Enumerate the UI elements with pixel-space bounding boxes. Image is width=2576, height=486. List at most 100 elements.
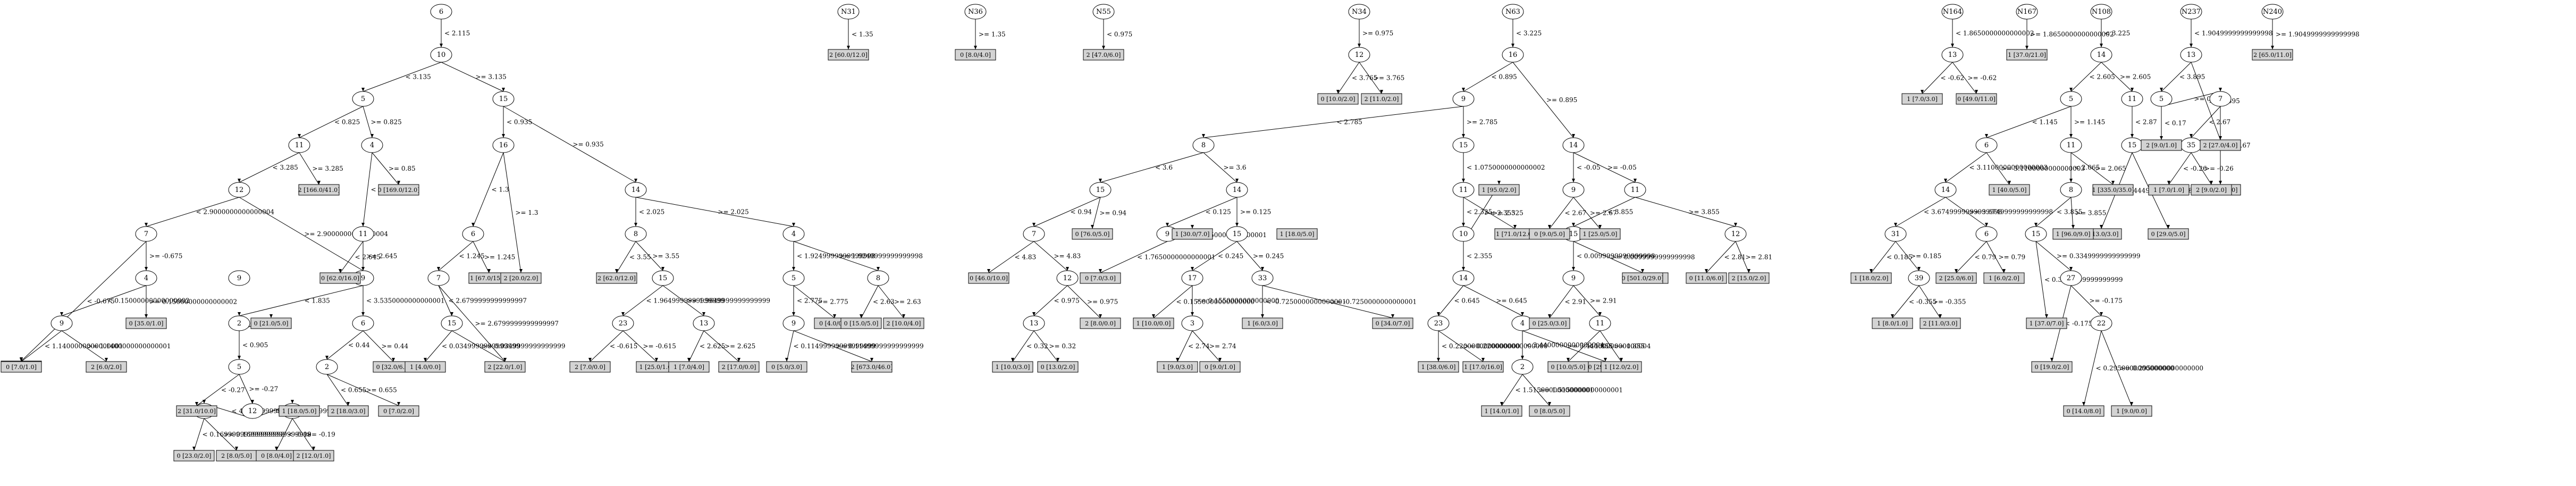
node-ellipse xyxy=(430,47,452,63)
arrowhead-icon xyxy=(2131,134,2134,138)
node-label: 15 xyxy=(1096,186,1105,194)
leaf-node: 0 [169.0/12.0] xyxy=(378,184,419,196)
edge-line xyxy=(239,374,253,404)
arrowhead-icon xyxy=(235,447,238,450)
arrowhead-icon xyxy=(2100,312,2103,316)
node-ellipse xyxy=(612,315,634,331)
tree-node: 13 xyxy=(693,315,715,331)
leaf-node: 0 [49.0/11.0] xyxy=(1956,93,1997,105)
leaf-label: 1 [37.0/21.0] xyxy=(2008,52,2046,58)
node-label: 39 xyxy=(1915,274,1924,282)
node-label: N34 xyxy=(1352,8,1367,16)
arrowhead-icon xyxy=(1572,223,1575,227)
arrowhead-icon xyxy=(1500,402,1503,406)
edge-label: >= 3.855 xyxy=(1689,208,1720,216)
leaf-label: 1 [38.0/6.0] xyxy=(1421,364,1456,371)
edge-label: < 2.605 xyxy=(2090,73,2115,81)
edge-label: < 1.9649999999999999 xyxy=(646,297,725,305)
arrowhead-icon xyxy=(2072,225,2075,229)
edge: < 3.1100000000000003 xyxy=(1944,152,2048,183)
arrowhead-icon xyxy=(192,447,196,450)
edge: >= 2.775 xyxy=(793,285,848,319)
node-label: 4 xyxy=(792,230,796,238)
node-ellipse xyxy=(1941,4,1964,20)
node-label: 5 xyxy=(2159,95,2163,103)
edge-line xyxy=(1573,197,1636,227)
tree-node: 14 xyxy=(2090,47,2112,63)
edge-label: >= 0.16999999999999998 xyxy=(224,431,312,438)
arrowhead-icon xyxy=(361,223,365,227)
edge-line xyxy=(1945,197,1987,227)
edge-label: >= 2.74 xyxy=(1209,342,1236,350)
tree-node: 9 xyxy=(228,270,250,286)
node-label: 15 xyxy=(1459,141,1468,149)
edge-line xyxy=(1167,197,1238,227)
leaf-box xyxy=(2148,184,2190,196)
edge-line xyxy=(1033,197,1101,227)
leaf-node: 2 [22.0/1.0] xyxy=(484,361,526,373)
edge-line xyxy=(635,197,794,227)
node-label: N167 xyxy=(2017,8,2036,16)
edge: < 1.835 xyxy=(238,285,364,316)
node-label: 9 xyxy=(1571,186,1576,194)
edge-label: < 2.355 xyxy=(1467,253,1492,260)
edge: >= 1.9649999999999999 xyxy=(662,285,770,316)
leaf-box xyxy=(1850,272,1892,284)
node-ellipse xyxy=(2261,4,2284,20)
node-ellipse xyxy=(1023,315,1045,331)
edge: < 3.6 xyxy=(1099,152,1204,183)
edge-line xyxy=(1192,241,1238,271)
arrowhead-icon xyxy=(1166,223,1169,227)
tree-node: 12 xyxy=(241,403,264,419)
edge: < 3.225 xyxy=(2100,19,2130,47)
edge: < 3.55 xyxy=(615,241,651,273)
edge-label: >= 1.3 xyxy=(516,209,538,216)
arrowhead-icon xyxy=(397,402,400,406)
arrowhead-icon xyxy=(1011,358,1014,362)
edge-label: < 0.0349999999999999 xyxy=(442,342,520,350)
leaf-box xyxy=(2141,139,2182,151)
edge: < 2.91 xyxy=(1548,285,1586,319)
node-ellipse xyxy=(2090,47,2112,63)
arrowhead-icon xyxy=(2069,179,2073,182)
node-label: 14 xyxy=(632,186,641,194)
edge: < 0.2200000000000000 xyxy=(1437,331,1520,362)
edge-line xyxy=(2191,152,2212,185)
edge: < 0.125 xyxy=(1166,197,1238,227)
node-label: 9 xyxy=(361,274,365,282)
tree-node: 11 xyxy=(2060,137,2082,153)
edge-label: < 2.74 xyxy=(1188,342,1210,350)
tree-node: 8 xyxy=(867,270,889,286)
leaf-box xyxy=(851,361,893,373)
edge-line xyxy=(635,241,663,271)
edge-label: < 0.905 xyxy=(242,341,268,349)
node-ellipse xyxy=(361,137,383,153)
node-label: 5 xyxy=(237,363,241,371)
edge: >= 3.6 xyxy=(1203,152,1247,183)
leaf-box xyxy=(2191,184,2232,196)
leaf-label: 0 [7.0/3.0] xyxy=(1085,275,1116,282)
leaf-node: 0 [46.0/10.0] xyxy=(968,272,1009,284)
node-label: 31 xyxy=(1891,230,1900,238)
leaf-box xyxy=(250,317,292,329)
leaf-box xyxy=(1547,361,1589,373)
edge-line xyxy=(1871,241,1896,273)
edge: < 3.5350000000000001 xyxy=(361,286,444,316)
edge-line xyxy=(2070,62,2102,92)
edge: >= -0.19 xyxy=(292,418,335,451)
leaf-node: 1 [335.0/35.0] xyxy=(2092,184,2134,196)
tree-node: 15 xyxy=(441,315,463,331)
leaf-label: 1 [12.0/2.0] xyxy=(1604,364,1639,371)
node-label: 11 xyxy=(1631,186,1640,194)
leaf-label: 0 [8.0/5.0] xyxy=(1534,408,1565,415)
edge: < 1.5150000000000001 xyxy=(1500,374,1594,406)
edge: < -0.27 xyxy=(195,374,245,406)
edge-line xyxy=(1067,285,1101,319)
leaf-node: 2 [17.0/0.0] xyxy=(718,361,760,373)
leaf-node: 1 [67.0/15.0] xyxy=(468,272,510,284)
edge: < 2.785 xyxy=(1202,106,1464,138)
leaf-label: 2 [31.0/10.0] xyxy=(178,408,216,415)
edge-line xyxy=(1735,241,1749,273)
edge-line xyxy=(1573,152,1636,183)
